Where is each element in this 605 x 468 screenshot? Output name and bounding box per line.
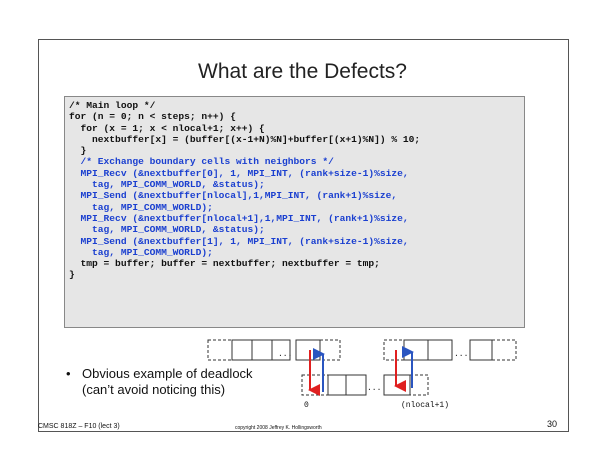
code-line: for (n = 0; n < steps; n++) { — [69, 111, 236, 123]
code-line: tag, MPI_COMM_WORLD); — [69, 201, 213, 213]
buffer-cell — [295, 339, 321, 361]
buffer-cell — [469, 339, 493, 361]
ellipsis-text: ... — [454, 350, 468, 359]
code-block: /* Main loop */for (n = 0; n < steps; n+… — [64, 96, 525, 328]
code-line: /* Main loop */ — [69, 100, 156, 111]
dashed-cell — [383, 339, 405, 361]
code-line: for (x = 1; x < nlocal+1; x++) { — [69, 122, 265, 134]
dashed-cell — [301, 374, 329, 396]
footer-course: CMSC 818Z – F10 (lect 3) — [38, 423, 120, 430]
slide-title: What are the Defects? — [198, 60, 407, 83]
bullet-line-2: (can’t avoid noticing this) — [82, 382, 226, 397]
buffer-block — [231, 339, 291, 361]
label-nlocal-plus-one: (nlocal+1) — [401, 401, 449, 410]
code-line: /* Exchange boundary cells with neighbor… — [69, 156, 334, 168]
code-line: tag, MPI_COMM_WORLD, &status); — [69, 224, 265, 236]
code-line: MPI_Send (&nextbuffer[1], 1, MPI_INT, (r… — [69, 235, 409, 247]
code-line: nextbuffer[x] = (buffer[(x-1+N)%N]+buffe… — [69, 133, 421, 145]
page-number: 30 — [547, 419, 558, 429]
code-line: tag, MPI_COMM_WORLD, &status); — [69, 179, 265, 191]
dashed-cell — [491, 339, 517, 361]
code-line: MPI_Recv (&nextbuffer[nlocal+1],1,MPI_IN… — [69, 212, 409, 224]
label-zero: 0 — [304, 401, 309, 410]
code-line: MPI_Recv (&nextbuffer[0], 1, MPI_INT, (r… — [69, 167, 409, 179]
bullet-dot: • — [66, 366, 71, 381]
code-line: } — [69, 269, 75, 281]
ellipsis-text: ... — [278, 350, 292, 359]
code-line: tag, MPI_COMM_WORLD); — [69, 246, 213, 258]
ellipsis-text: ... — [367, 384, 381, 393]
buffer-block — [327, 374, 367, 396]
bullet-line-1: Obvious example of deadlock — [82, 366, 253, 381]
code-line: MPI_Send (&nextbuffer[nlocal],1,MPI_INT,… — [69, 190, 398, 202]
code-line: } — [69, 145, 87, 157]
code-line: tmp = buffer; buffer = nextbuffer; nextb… — [69, 258, 380, 270]
dashed-cell — [207, 339, 233, 361]
footer-copyright: copyright 2008 Jeffrey K. Hollingsworth — [235, 425, 322, 431]
dashed-cell — [409, 374, 429, 396]
